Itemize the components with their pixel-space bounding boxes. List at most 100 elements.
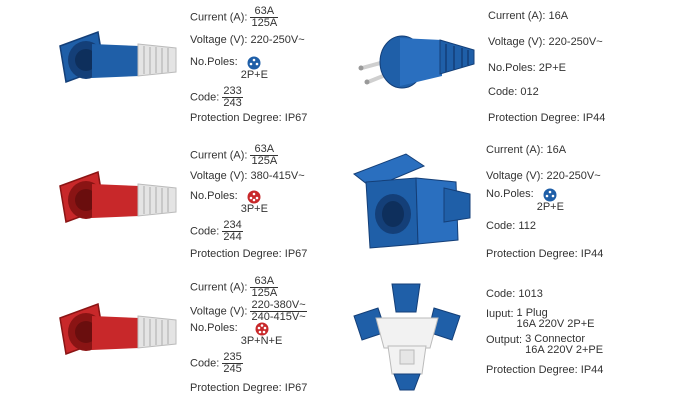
blue-schuko-plug-image: [358, 35, 475, 89]
code-label: Code:: [486, 220, 516, 232]
current-top: 63A: [250, 6, 279, 18]
pole-red-icon: [255, 322, 268, 336]
voltage-line: Voltage (V): 220-250V~: [488, 36, 603, 49]
voltage-value: 220-250V~: [250, 34, 305, 46]
voltage-line: Voltage (V): 380-415V~: [190, 170, 305, 183]
voltage-line: Voltage (V): 220-250V~: [486, 170, 601, 183]
input-line1: 1 Plug: [516, 307, 548, 319]
protection-label: Protection Degree:: [486, 248, 578, 260]
code-value: 012: [520, 86, 539, 98]
code-label: Code:: [488, 86, 518, 98]
pole-blue-icon: [247, 56, 261, 70]
protection-value: IP44: [580, 248, 604, 260]
code-bottom: 244: [223, 231, 242, 243]
voltage-bottom: 240-415V~: [251, 311, 306, 323]
current-label: Current (A):: [486, 144, 544, 156]
pole-diagram: 2P+E: [241, 56, 268, 81]
protection-line: Protection Degree: IP67: [190, 248, 307, 261]
poles-value: 2P+E: [240, 69, 268, 81]
poles-label: No.Poles:: [190, 190, 238, 202]
code-line: Code: 112: [486, 220, 536, 233]
code-bottom: 243: [223, 97, 242, 109]
pole-red-icon: [247, 190, 261, 204]
poles-label: No.Poles:: [486, 188, 534, 200]
pole-diagram: 3P+E: [241, 190, 268, 215]
code-value: 1013: [518, 288, 543, 300]
input-label: Iuput:: [486, 308, 514, 320]
protection-label: Protection Degree:: [190, 248, 282, 260]
red-industrial-connector-image: [59, 170, 177, 224]
current-label: Current (A):: [488, 10, 546, 22]
protection-value: IP44: [580, 364, 604, 376]
code-label: Code:: [190, 91, 220, 104]
code-label: Code:: [190, 357, 220, 370]
voltage-label: Voltage (V):: [190, 170, 248, 182]
current-label: Current (A):: [190, 11, 248, 24]
protection-label: Protection Degree:: [486, 364, 578, 376]
code-top: 233: [222, 85, 243, 98]
voltage-fraction: 220-380V~240-415V~: [250, 299, 307, 323]
output-line1: 3 Connector: [525, 333, 586, 345]
current-bottom: 125A: [251, 155, 278, 167]
voltage-value: 220-250V~: [548, 36, 603, 48]
current-bottom: 125A: [251, 287, 278, 299]
voltage-value: 380-415V~: [250, 170, 305, 182]
protection-value: IP67: [284, 248, 308, 260]
current-label: Current (A):: [190, 281, 248, 294]
protection-value: IP44: [582, 112, 606, 124]
current-line: Current (A): 16A: [486, 144, 566, 157]
protection-line: Protection Degree: IP44: [488, 112, 605, 125]
protection-line: Protection Degree: IP44: [486, 364, 603, 377]
output-line2: 16A 220V 2+PE: [525, 344, 604, 356]
poles-value: 2P+E: [538, 62, 566, 74]
code-label: Code:: [190, 225, 220, 238]
current-value: 16A: [546, 144, 567, 156]
current-label: Current (A):: [190, 149, 248, 162]
current-top: 63A: [250, 144, 279, 156]
pole-diagram: 2P+E: [537, 188, 564, 213]
code-bottom: 245: [223, 363, 242, 375]
poles-value: 3P+E: [240, 203, 268, 215]
code-label: Code:: [486, 288, 516, 300]
code-top: 235: [222, 351, 243, 364]
blue-industrial-connector-image: [59, 30, 177, 84]
voltage-label: Voltage (V):: [488, 36, 546, 48]
code-value: 112: [518, 220, 536, 232]
red-industrial-connector-image: [59, 302, 177, 356]
protection-value: IP67: [284, 112, 308, 124]
protection-label: Protection Degree:: [488, 112, 580, 124]
current-bottom: 125A: [251, 17, 278, 29]
poles-value: 3P+N+E: [240, 335, 283, 347]
pole-diagram: 3P+N+E: [240, 322, 283, 347]
poles-label: No.Poles:: [488, 62, 536, 74]
poles-label: No.Poles:: [190, 56, 238, 68]
current-top: 63A: [250, 276, 279, 288]
voltage-label: Voltage (V):: [190, 305, 248, 318]
protection-line: Protection Degree: IP67: [190, 112, 307, 125]
code-top: 234: [222, 219, 243, 232]
code-line: Code: 1013: [486, 288, 543, 301]
blue-panel-socket-image: [352, 153, 471, 249]
voltage-label: Voltage (V):: [486, 170, 544, 182]
three-way-adapter-image: [353, 283, 461, 391]
protection-line: Protection Degree: IP44: [486, 248, 603, 261]
protection-label: Protection Degree:: [190, 112, 282, 124]
poles-line: No.Poles: 2P+E: [488, 62, 566, 75]
pole-blue-icon: [543, 188, 557, 202]
poles-label: No.Poles:: [190, 322, 238, 334]
output-label: Output:: [486, 334, 523, 346]
current-value: 16A: [548, 10, 569, 22]
voltage-value: 220-250V~: [546, 170, 601, 182]
current-line: Current (A): 16A: [488, 10, 568, 23]
protection-line: Protection Degree: IP67: [190, 382, 307, 395]
voltage-top: 220-380V~: [250, 299, 307, 312]
protection-label: Protection Degree:: [190, 382, 282, 394]
